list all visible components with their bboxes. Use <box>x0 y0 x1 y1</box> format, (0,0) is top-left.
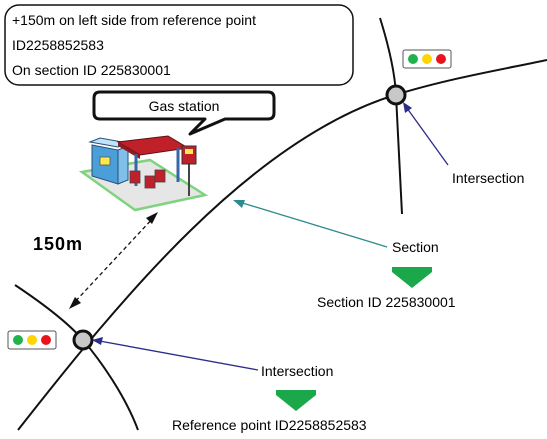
intersection-top-pointer-line <box>403 103 449 166</box>
section-pointer-arrowhead <box>233 200 245 208</box>
distance-arrowhead-bottom <box>69 297 81 309</box>
intersection-top-label: Intersection <box>452 170 524 186</box>
distance-arrowhead-top <box>146 212 158 224</box>
section-down-arrow-icon <box>392 267 432 288</box>
intersection-node-top <box>385 84 407 106</box>
callout-line-3: On section ID 225830001 <box>12 62 171 78</box>
info-callout: +150m on left side from reference point … <box>4 4 354 86</box>
section-label: Section <box>392 239 439 255</box>
distance-label: 150m <box>33 234 83 254</box>
reference-down-arrow-icon <box>276 390 316 411</box>
callout-line-2: ID2258852583 <box>12 37 104 53</box>
upper-cross-road <box>379 17 403 215</box>
intersection-bottom-pointer-line <box>93 339 259 371</box>
main-road <box>17 59 547 431</box>
gas-station-label: Gas station <box>149 98 220 114</box>
section-id-label: Section ID 225830001 <box>317 294 456 310</box>
intersection-top-arrowhead <box>403 102 412 113</box>
gas-station-bubble: Gas station <box>92 90 276 136</box>
callout-line-1: +150m on left side from reference point <box>12 12 256 28</box>
intersection-bottom-arrowhead <box>92 337 103 345</box>
intersection-node-bottom <box>72 329 94 351</box>
intersection-bottom-label: Intersection <box>261 363 333 379</box>
traffic-signal-icon-top <box>402 49 452 69</box>
gas-station-icon <box>78 135 209 212</box>
traffic-signal-icon-bottom <box>7 330 57 350</box>
section-pointer-line <box>235 200 388 248</box>
distance-dashed-line <box>71 215 156 306</box>
reference-point-label: Reference point ID2258852583 <box>172 417 367 433</box>
